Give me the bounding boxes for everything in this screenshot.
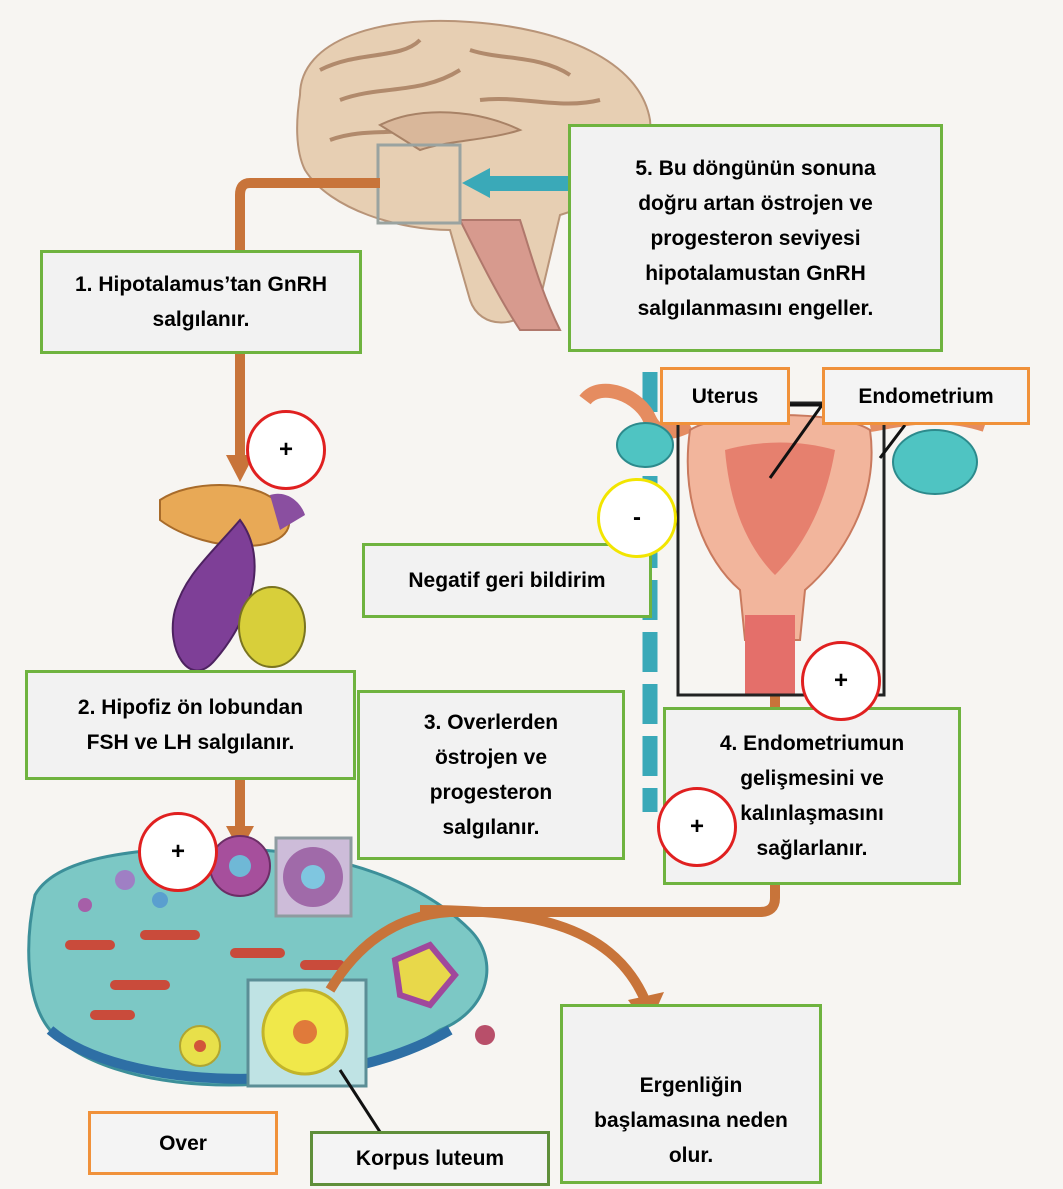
pituitary-fsh-lh-box: 2. Hipofiz ön lobundan FSH ve LH salgıla… [25, 670, 356, 780]
uterus-stimulation-sign: + [801, 641, 881, 721]
endometrium-label: Endometrium [822, 367, 1030, 425]
pituitary-stimulation-sign: + [246, 410, 326, 490]
feedback-arrow-shaft [488, 176, 570, 191]
pituitary-illustration [160, 485, 305, 670]
negative-feedback-box: Negatif geri bildirim [362, 543, 652, 618]
negative-feedback-sign: - [597, 478, 677, 558]
ovary-hormones-box: 3. Overlerden östrojen ve progesteron sa… [357, 690, 625, 860]
corpus-luteum-label: Korpus luteum [310, 1131, 550, 1186]
negative-feedback-explanation-box: 5. Bu döngünün sonuna doğru artan östroj… [568, 124, 943, 352]
ovary-label: Over [88, 1111, 278, 1175]
ovary-stimulation-sign: + [138, 812, 218, 892]
hypothalamus-gnrh-box: 1. Hipotalamus’tan GnRH salgılanır. [40, 250, 362, 354]
puberty-box: Ergenliğin başlamasına neden olur. [560, 1004, 822, 1184]
ovary-illustration [29, 836, 495, 1086]
puberty-stimulation-sign: + [657, 787, 737, 867]
uterus-label: Uterus [660, 367, 790, 425]
